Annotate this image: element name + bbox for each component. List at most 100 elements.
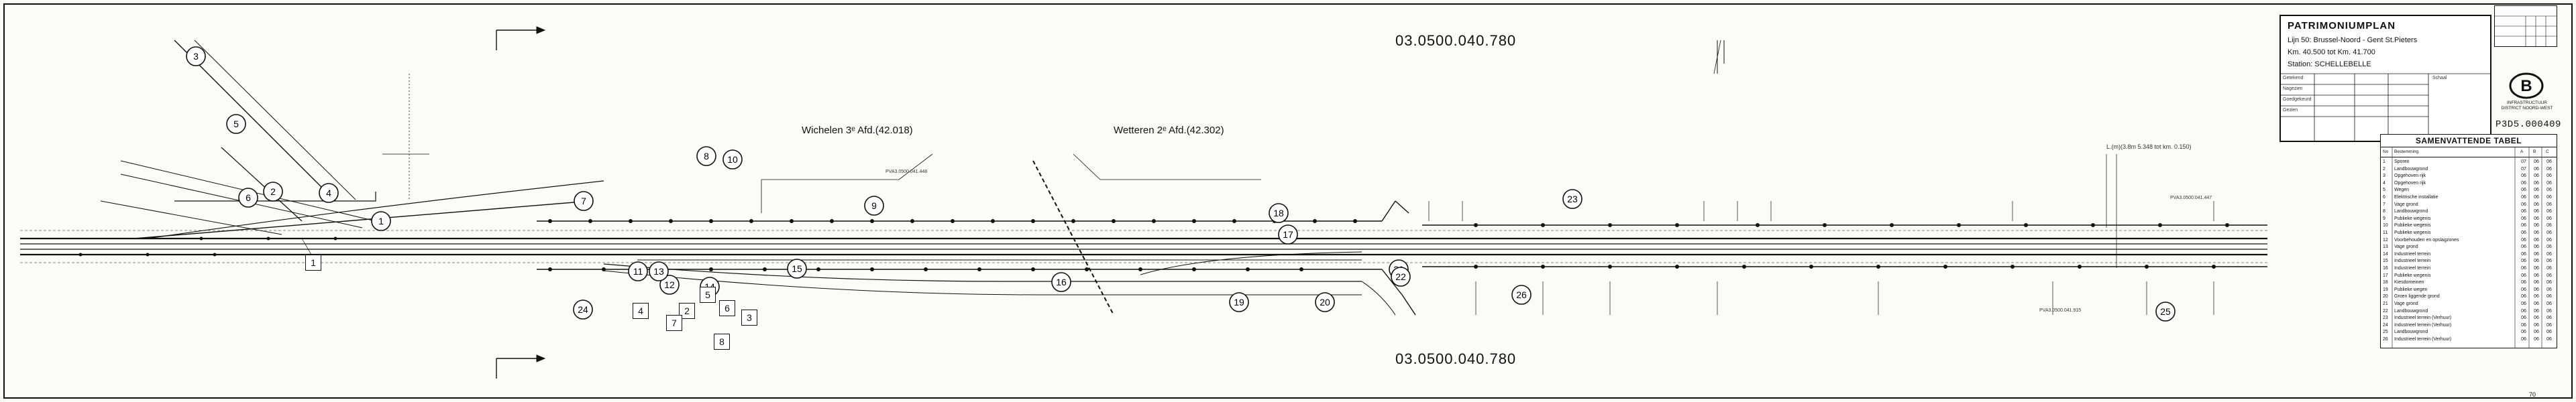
logo-caption: INFRASTRUCTUUR DISTRICT NOORD-WEST [2501,100,2553,111]
summary-row: 19 Publieke wegen 06 06 06 [2381,287,2557,293]
summary-table: SAMENVATTENDE TABEL No Bestemming A B C … [2380,134,2557,348]
plan-number-label: 19 [1234,297,1244,308]
plan-number-circle: 16 [1051,272,1071,292]
plan-number-label: 16 [1056,277,1067,287]
summary-cell: 06 [2534,180,2539,186]
col-header: No [2383,149,2389,154]
col-header: Bestemming [2394,149,2419,154]
summary-cell: 23 [2383,316,2388,321]
plan-number-circle: 22 [1391,267,1411,287]
plan-number-label: 26 [1516,289,1527,300]
summary-cell: Opgehoven rijk [2394,174,2426,179]
summary-cell: 06 [2534,174,2539,179]
summary-cell: 11 [2383,230,2388,235]
plan-number-label: 10 [727,154,738,165]
summary-cell: 06 [2521,223,2526,228]
summary-cell: 06 [2546,337,2552,342]
summary-cell: Publieke wegen [2394,287,2428,292]
summary-cell: 07 [2521,166,2526,172]
summary-cell: 06 [2534,216,2539,221]
summary-cell: 06 [2534,287,2539,292]
summary-cell: 06 [2521,259,2526,264]
boundary-markers [78,219,2229,271]
summary-cell: Industrieel terrein [2394,259,2431,264]
summary-cell: 21 [2383,302,2388,306]
plan-number-circle: 10 [722,149,743,170]
plan-number-label: 8 [704,151,709,161]
col-header: A [2520,149,2524,154]
summary-cell: 13 [2383,245,2388,250]
summary-cell: 16 [2383,266,2388,271]
plan-title: PATRIMONIUMPLAN [2288,20,2396,31]
summary-cell: 19 [2383,287,2388,292]
summary-cell: 06 [2521,266,2526,271]
summary-cell: 06 [2546,322,2552,328]
summary-header-row: No Bestemming A B C [2381,147,2557,157]
summary-cell: 06 [2534,337,2539,342]
summary-cell: 18 [2383,280,2388,285]
summary-cell: 17 [2383,273,2388,278]
plan-number-circle: 7 [574,191,594,211]
summary-cell: 06 [2534,245,2539,250]
summary-cell: 06 [2546,245,2552,250]
summary-cell: 06 [2546,216,2552,221]
summary-cell: 06 [2534,202,2539,207]
pva-label: PVA3.0500.041.447 [2170,196,2212,200]
summary-cell: 06 [2546,302,2552,306]
plan-number-circle: 17 [1278,224,1298,245]
plan-number-label: 20 [1320,297,1330,308]
sncb-logo-icon: B [2509,72,2544,99]
plan-number-label: 22 [1395,271,1406,282]
summary-cell: 06 [2546,223,2552,228]
plan-number-label: 17 [1283,229,1293,240]
summary-cell: Industrieel terrein [2394,266,2431,271]
summary-cell: 07 [2521,159,2526,164]
summary-cell: 06 [2546,294,2552,299]
summary-cell: 06 [2546,159,2552,164]
summary-cell: Kiesdomeinen [2394,280,2424,285]
summary-cell: 06 [2521,287,2526,292]
summary-cell: 06 [2546,174,2552,179]
plan-number-circle: 11 [628,261,648,281]
logo-letter: B [2520,77,2532,95]
summary-cell: 06 [2521,316,2526,321]
plan-number-circle: 20 [1315,292,1335,312]
summary-cell: 3 [2383,174,2385,179]
boxed-number: 6 [719,300,735,316]
summary-cell: Elektrische installatie [2394,195,2438,200]
summary-cell: 8 [2383,209,2385,214]
plan-number-circle: 1 [371,211,391,231]
plan-number-label: 13 [653,266,664,277]
summary-cell: Vage grond [2394,202,2418,207]
summary-cell: Publieke wegenis [2394,273,2431,278]
summary-cell: 06 [2546,287,2552,292]
summary-cell: Publieke wegenis [2394,230,2431,235]
summary-cell: Vage grond [2394,245,2418,250]
summary-cell: 06 [2534,259,2539,264]
summary-cell: 06 [2546,251,2552,257]
summary-cell: 25 [2383,330,2388,335]
summary-cell: 14 [2383,251,2388,257]
summary-cell: 06 [2534,308,2539,314]
summary-cell: 06 [2521,216,2526,221]
plan-number-label: 25 [2160,306,2171,317]
plan-number-circle: 6 [238,188,258,208]
summary-cell: 06 [2534,230,2539,235]
summary-cell: 06 [2546,209,2552,214]
summary-cell: 1 [2383,159,2385,164]
summary-cell: Industrieel terrein (Verhuur) [2394,316,2452,321]
plan-number-label: 12 [664,279,675,290]
